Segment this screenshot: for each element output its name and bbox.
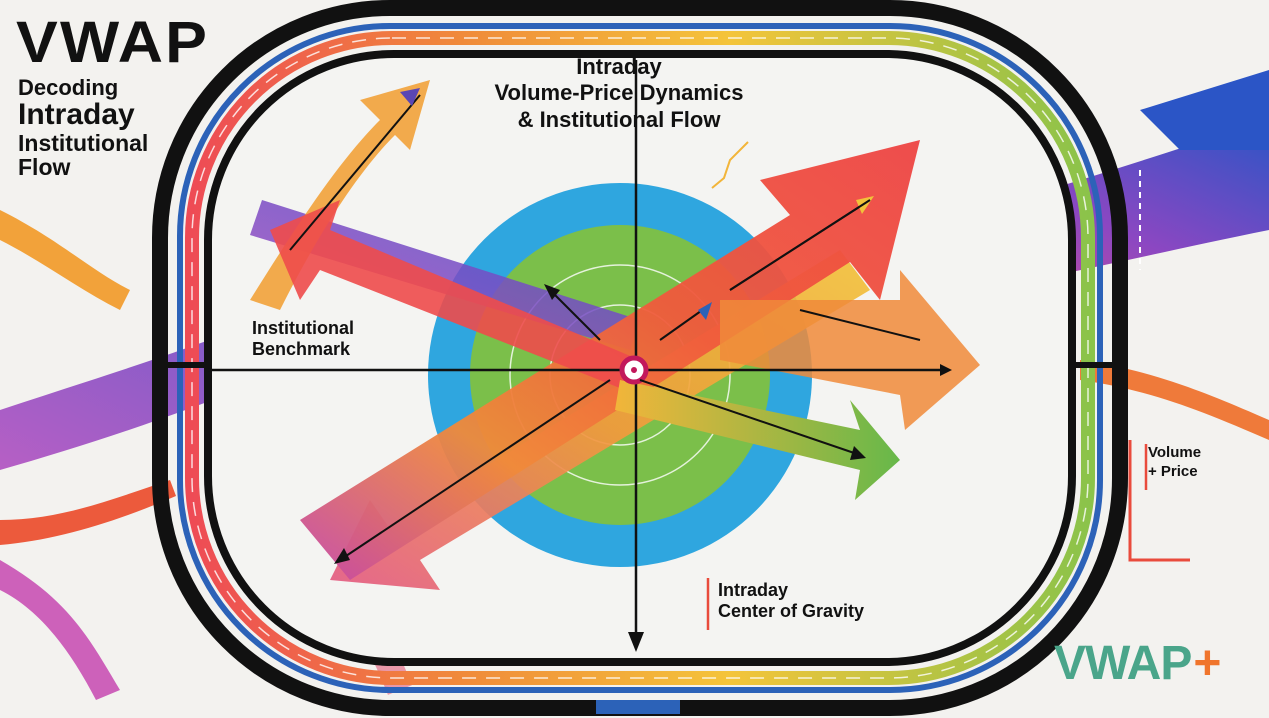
center-title: Intraday Volume-Price Dynamics & Institu… [474, 54, 764, 133]
brand-subtitle-line-1: Decoding [18, 75, 119, 100]
institutional-benchmark-line-2: Benchmark [252, 338, 351, 359]
logo-plus: + [1193, 637, 1221, 690]
logo-text: VWAP [1054, 637, 1192, 690]
brand-subtitle: Decoding Intraday Institutional Flow [18, 76, 148, 179]
center-of-gravity-label: Intraday Center of Gravity [718, 580, 864, 621]
center-title-line-3: & Institutional Flow [517, 106, 721, 132]
accent-marks [706, 141, 1148, 630]
institutional-benchmark-label: Institutional Benchmark [252, 318, 354, 359]
center-of-gravity-line-1: Intraday [718, 580, 789, 600]
brand-subtitle-line-2: Intraday [18, 98, 135, 132]
vector-lines [289, 88, 921, 564]
brand-title: VWAP [16, 10, 210, 75]
center-title-line-2: Volume-Price Dynamics [494, 80, 744, 106]
brand-subtitle-line-3: Institutional [18, 129, 149, 156]
flow-arrows [250, 80, 980, 590]
crosshair-axes [208, 60, 952, 652]
center-title-line-1: Intraday [576, 54, 662, 79]
center-of-gravity-line-2: Center of Gravity [718, 600, 865, 621]
vwap-plus-logo: VWAP+ [1054, 637, 1221, 690]
brand-subtitle-line-4: Flow [18, 153, 71, 180]
volume-price-line-2: + Price [1148, 462, 1198, 480]
volume-price-line-1: Volume [1148, 444, 1202, 461]
institutional-benchmark-line-1: Institutional [252, 318, 354, 338]
volume-price-label: Volume + Price [1148, 444, 1201, 482]
